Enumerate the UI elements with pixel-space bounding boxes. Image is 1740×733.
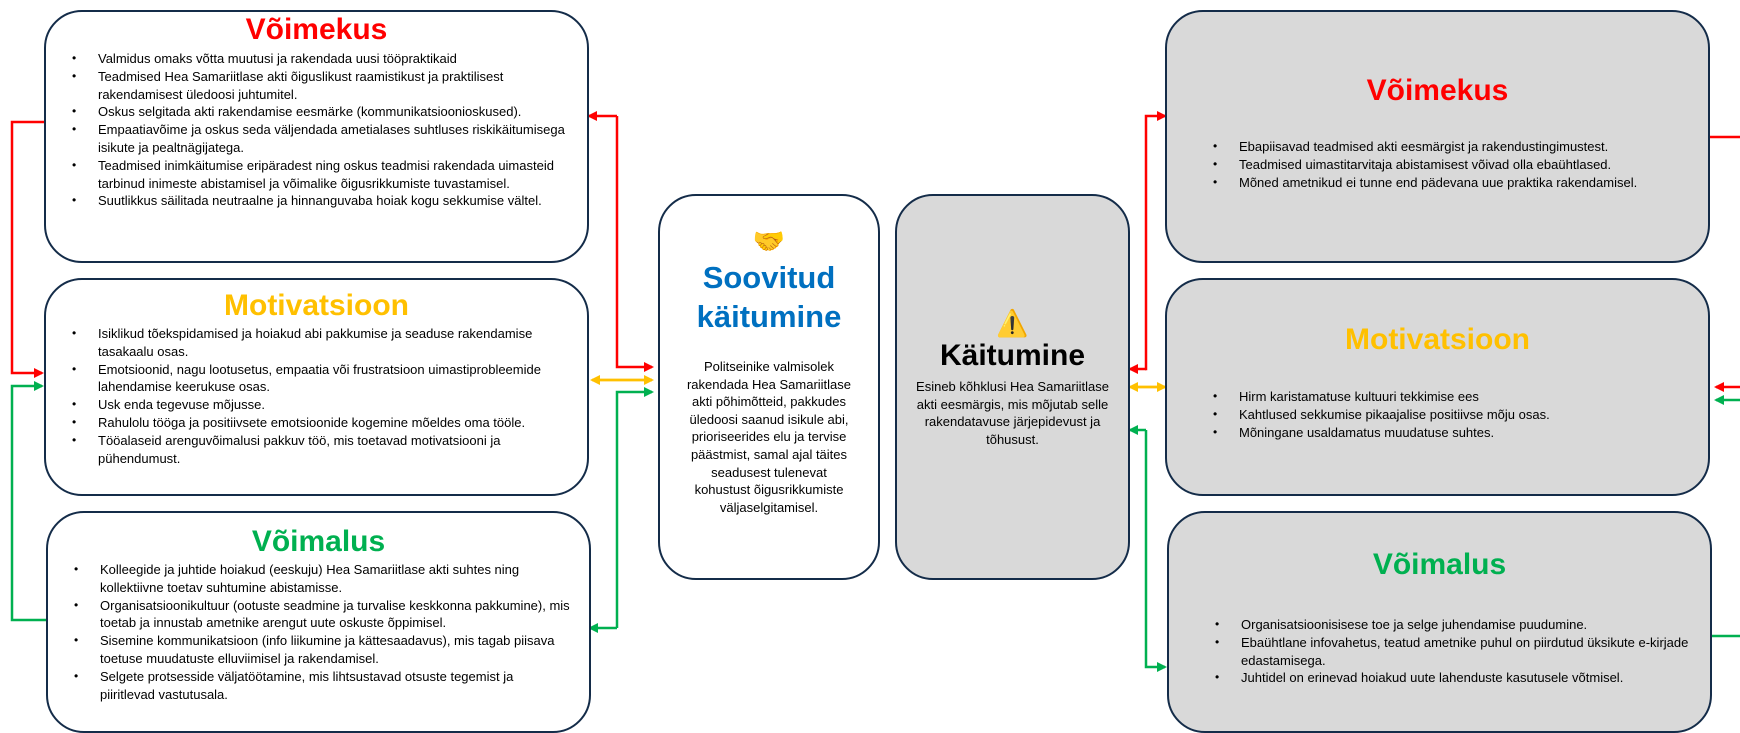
- list-item: Sisemine kommunikatsioon (info liikumine…: [74, 632, 570, 668]
- desired-behaviour-box: 🤝 Soovitud käitumine Politseinike valmis…: [658, 194, 880, 580]
- list-item: Mõned ametnikud ei tunne end pädevana uu…: [1213, 174, 1699, 192]
- arrow-opportunity-desired: [615, 387, 654, 628]
- desired-title-line1: Soovitud: [702, 260, 836, 295]
- arrow-opportunity-to-motivation: [10, 381, 46, 622]
- list-item: Kahtlused sekkumise pikaajalise positiiv…: [1213, 406, 1699, 424]
- arrow-behaviour-opportunity: [1144, 430, 1167, 672]
- list-item: Teadmised inimkäitumise eripäradest ning…: [72, 157, 568, 193]
- list-item: Tööalaseid arenguvõimalusi pakkuv töö, m…: [72, 432, 568, 468]
- right-motivation-list: Hirm karistamatuse kultuuri tekkimise ee…: [1167, 388, 1699, 441]
- list-item: Rahulolu tööga ja positiivsete emotsioon…: [72, 414, 568, 432]
- list-item: Selgete protsesside väljatöötamine, mis …: [74, 668, 570, 704]
- list-item: Organisatsioonisisese toe ja selge juhen…: [1215, 616, 1711, 634]
- desired-title-line2: käitumine: [696, 299, 842, 334]
- list-item: Mõningane usaldamatus muudatuse suhtes.: [1213, 424, 1699, 442]
- right-opportunity-box: Võimalus Organisatsioonisisese toe ja se…: [1167, 511, 1712, 733]
- right-capability-title: Võimekus: [1366, 74, 1509, 107]
- list-item: Valmidus omaks võtta muutusi ja rakendad…: [72, 50, 568, 68]
- left-capability-list: Valmidus omaks võtta muutusi ja rakendad…: [46, 50, 568, 210]
- list-item: Teadmised uimastitarvitaja abistamisest …: [1213, 156, 1699, 174]
- list-item: Juhtidel on erinevad hoiakud uute lahend…: [1215, 669, 1711, 687]
- list-item: Empaatiavõime ja oskus seda väljendada a…: [72, 121, 568, 157]
- right-motivation-box: Motivatsioon Hirm karistamatuse kultuuri…: [1165, 278, 1710, 496]
- list-item: Usk enda tegevuse mõjusse.: [72, 396, 568, 414]
- behaviour-title: Käitumine: [939, 339, 1086, 372]
- warning-icon: ⚠️: [996, 308, 1029, 338]
- arrow-behaviour-capability: [1144, 111, 1167, 371]
- right-capability-list: Ebapiisavad teadmised akti eesmärgist ja…: [1167, 138, 1699, 191]
- list-item: Ebapiisavad teadmised akti eesmärgist ja…: [1213, 138, 1699, 156]
- right-opportunity-list: Organisatsioonisisese toe ja selge juhen…: [1169, 616, 1711, 687]
- list-item: Isiklikud tõekspidamised ja hoiakud abi …: [72, 325, 568, 361]
- behaviour-box: ⚠️ Käitumine Esineb kõhklusi Hea Samarii…: [895, 194, 1130, 580]
- list-item: Ebaühtlane infovahetus, teatud ametnike …: [1215, 634, 1711, 670]
- desired-description: Politseinike valmisolek rakendada Hea Sa…: [686, 359, 852, 515]
- left-motivation-title: Motivatsioon: [224, 289, 409, 322]
- right-opportunity-title: Võimalus: [1372, 548, 1507, 581]
- list-item: Hirm karistamatuse kultuuri tekkimise ee…: [1213, 388, 1699, 406]
- left-motivation-list: Isiklikud tõekspidamised ja hoiakud abi …: [46, 325, 568, 467]
- list-item: Organisatsioonikultuur (ootuste seadmine…: [74, 597, 570, 633]
- right-capability-box: Võimekus Ebapiisavad teadmised akti eesm…: [1165, 10, 1710, 263]
- right-motivation-title: Motivatsioon: [1345, 323, 1530, 356]
- arrow-capability-desired: [615, 116, 654, 372]
- left-opportunity-list: Kolleegide ja juhtide hoiakud (eeskuju) …: [48, 561, 570, 703]
- handshake-icon: 🤝: [752, 226, 786, 256]
- left-capability-title: Võimekus: [245, 13, 388, 46]
- list-item: Oskus selgitada akti rakendamise eesmärk…: [72, 103, 568, 121]
- left-motivation-box: Motivatsioon Isiklikud tõekspidamised ja…: [44, 278, 589, 496]
- list-item: Suutlikkus säilitada neutraalne ja hinna…: [72, 192, 568, 210]
- list-item: Teadmised Hea Samariitlase akti õiguslik…: [72, 68, 568, 104]
- list-item: Kolleegide ja juhtide hoiakud (eeskuju) …: [74, 561, 570, 597]
- left-opportunity-title: Võimalus: [251, 525, 386, 558]
- arrow-capability-to-motivation: [10, 120, 44, 378]
- list-item: Emotsioonid, nagu lootusetus, empaatia v…: [72, 361, 568, 397]
- behaviour-description: Esineb kõhklusi Hea Samariitlase akti ee…: [916, 379, 1109, 447]
- left-opportunity-box: Võimalus Kolleegide ja juhtide hoiakud (…: [46, 511, 591, 733]
- left-capability-box: Võimekus Valmidus omaks võtta muutusi ja…: [44, 10, 589, 263]
